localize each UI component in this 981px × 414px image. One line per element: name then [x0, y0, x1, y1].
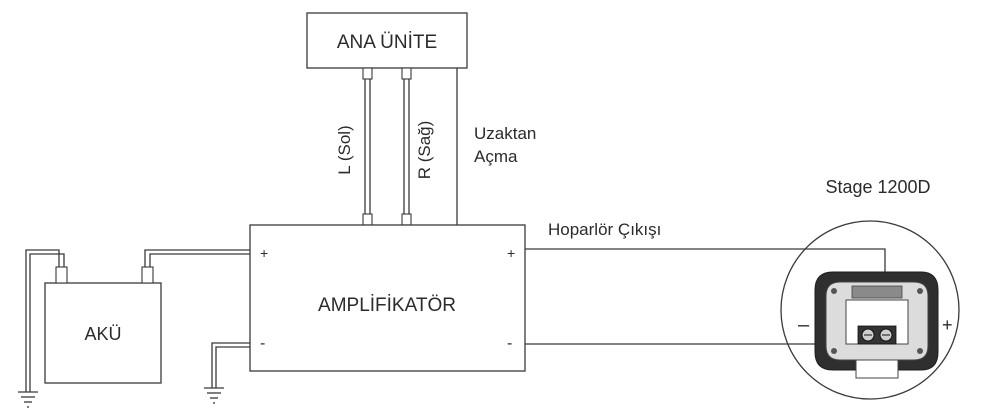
- battery-positive-wire-b: [149, 253, 250, 267]
- head-unit-box: [306, 12, 468, 69]
- amp-minus-right: -: [507, 335, 512, 352]
- speaker-model-label: Stage 1200D: [825, 177, 930, 197]
- battery-ground-icon: [18, 391, 38, 408]
- battery-box: [44, 282, 162, 384]
- right-channel-wire: [403, 79, 410, 214]
- amp-ground-wire-b: [215, 346, 250, 388]
- speaker-outline-circle: [780, 220, 960, 400]
- speaker-plus-label: +: [942, 315, 953, 335]
- battery-label: AKÜ: [84, 324, 121, 344]
- amp-ground-wire-a: [211, 342, 250, 388]
- battery-ground-wire-a: [25, 249, 60, 392]
- battery-positive-wire-a: [144, 249, 250, 267]
- battery-terminal-positive: [141, 266, 154, 284]
- right-channel-label: R (Sağ): [415, 121, 434, 180]
- head-unit-terminal-right: [401, 67, 412, 80]
- remote-label-line2: Açma: [474, 147, 518, 166]
- amp-ground-icon: [204, 387, 224, 404]
- battery-terminal-negative: [55, 266, 68, 284]
- head-unit-terminal-left: [362, 67, 373, 80]
- battery-ground-wire-b: [29, 253, 65, 392]
- left-channel-label: L (Sol): [335, 125, 354, 174]
- amp-plus-right: +: [507, 245, 515, 261]
- remote-label-line1: Uzaktan: [474, 124, 536, 143]
- speaker-minus-label: –: [798, 314, 810, 336]
- amplifier-label: AMPLİFİKATÖR: [318, 295, 456, 316]
- amp-input-terminal-right: [401, 213, 412, 226]
- amp-minus-left: -: [260, 335, 265, 352]
- amp-plus-left: +: [260, 245, 268, 261]
- head-unit-label: ANA ÜNİTE: [337, 32, 437, 53]
- left-channel-wire: [364, 79, 371, 214]
- amp-input-terminal-left: [362, 213, 373, 226]
- amplifier-box: [249, 224, 526, 372]
- speaker-output-label: Hoparlör Çıkışı: [548, 220, 661, 239]
- subwoofer-icon: [814, 271, 939, 379]
